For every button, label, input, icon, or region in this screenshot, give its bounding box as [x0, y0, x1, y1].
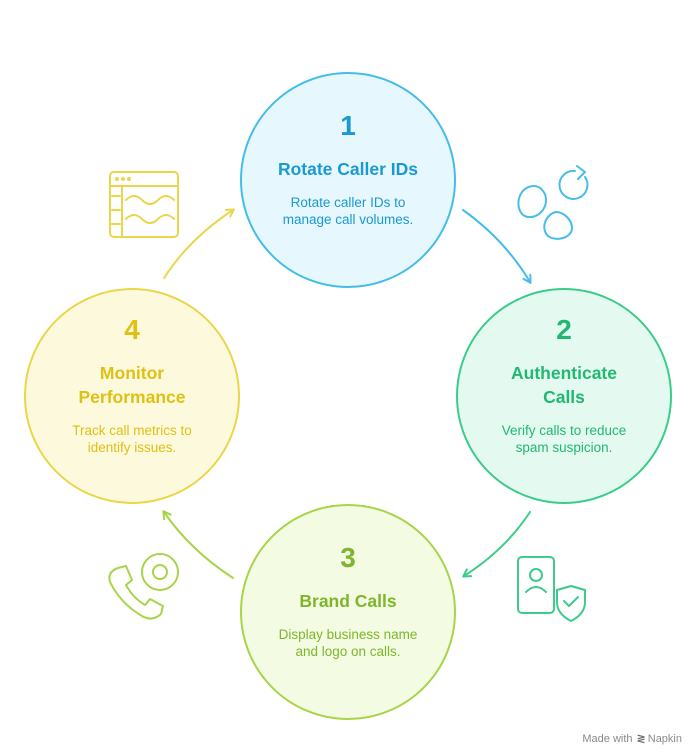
step-2-title: Authenticate Calls [454, 361, 674, 409]
napkin-brand-label: Napkin [647, 733, 682, 745]
step-2-description: Verify calls to reduce spam suspicion. [454, 422, 674, 456]
step-4-description-line-2: identify issues. [87, 440, 177, 455]
step-2-number: 2 [556, 314, 572, 345]
arrow-2-to-3 [462, 511, 531, 578]
step-4-circle [24, 288, 240, 504]
arrow-1-to-2 [462, 209, 532, 284]
step-1-description: Rotate caller IDs to manage call volumes… [238, 194, 458, 228]
step-1-title: Rotate Caller IDs [277, 159, 419, 179]
step-4-title: Monitor Performance [22, 361, 242, 409]
step-1-number: 1 [340, 110, 356, 141]
step-4-description-line-1: Track call metrics to [72, 423, 192, 438]
phone-call-icon [108, 553, 179, 620]
napkin-logo-icon: ≷ [636, 733, 646, 745]
step-1-description-line-2: manage call volumes. [282, 212, 414, 227]
step-3-description: Display business name and logo on calls. [238, 626, 458, 660]
step-3-description-line-1: Display business name [278, 627, 418, 642]
step-4-title-line-2: Performance [78, 387, 186, 407]
step-3-number: 3 [340, 542, 356, 573]
step-3-description-line-2: and logo on calls. [295, 644, 401, 659]
verified-contact-icon [517, 556, 586, 622]
dashboard-chart-icon [109, 171, 179, 238]
napkin-watermark: Made with≷Napkin [582, 732, 682, 745]
step-4-title-line-1: Monitor [99, 363, 165, 383]
refresh-shapes-icon [517, 165, 589, 240]
made-with-label: Made with [582, 733, 633, 745]
step-4-number: 4 [124, 314, 140, 345]
step-3-circle [240, 504, 456, 720]
step-4-description: Track call metrics to identify issues. [22, 422, 242, 456]
step-2-circle [456, 288, 672, 504]
step-2-title-line-2: Calls [543, 387, 585, 407]
step-2-description-line-1: Verify calls to reduce [501, 423, 627, 438]
arrow-4-to-1 [163, 208, 235, 279]
step-1-circle [240, 72, 456, 288]
step-2-description-line-2: spam suspicion. [515, 440, 613, 455]
step-2-title-line-1: Authenticate [511, 363, 617, 383]
step-1-description-line-1: Rotate caller IDs to [290, 195, 406, 210]
step-3-title: Brand Calls [299, 591, 397, 611]
arrow-3-to-4 [162, 510, 234, 579]
